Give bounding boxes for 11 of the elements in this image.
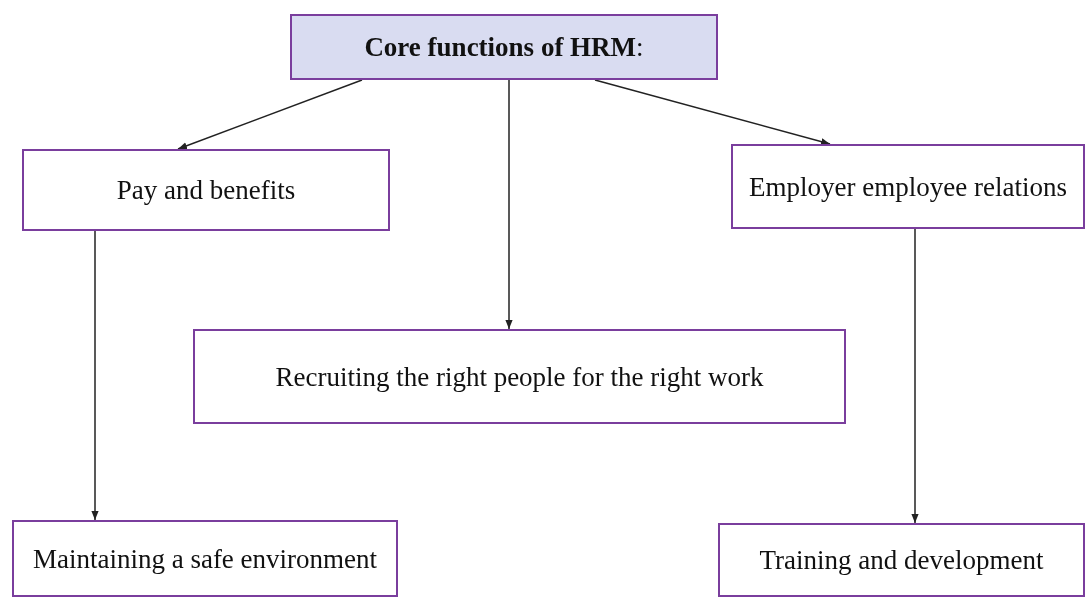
arrow [594,79,831,146]
process-box: Employer employee relations [731,144,1085,229]
process-box: Maintaining a safe environment [12,520,398,597]
process-box: Pay and benefits [22,149,390,231]
arrow [91,230,99,521]
arrow [177,79,363,150]
process-box: Training and development [718,523,1085,597]
title-box: Core functions of HRM: [290,14,718,80]
process-box: Recruiting the right people for the right work [193,329,846,424]
arrow [505,79,513,330]
arrow [911,228,919,524]
